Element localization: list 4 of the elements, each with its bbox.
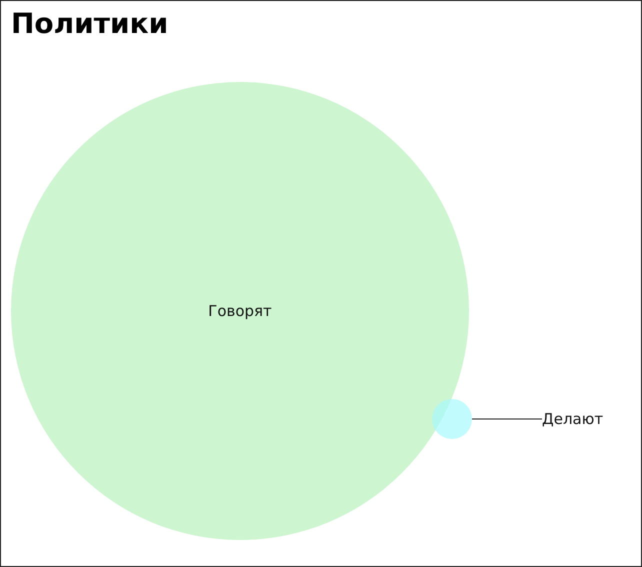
leader-line xyxy=(472,418,542,420)
title: Политики xyxy=(11,7,168,40)
set-label: Делают xyxy=(542,408,604,430)
set-label: Говорят xyxy=(208,302,272,320)
